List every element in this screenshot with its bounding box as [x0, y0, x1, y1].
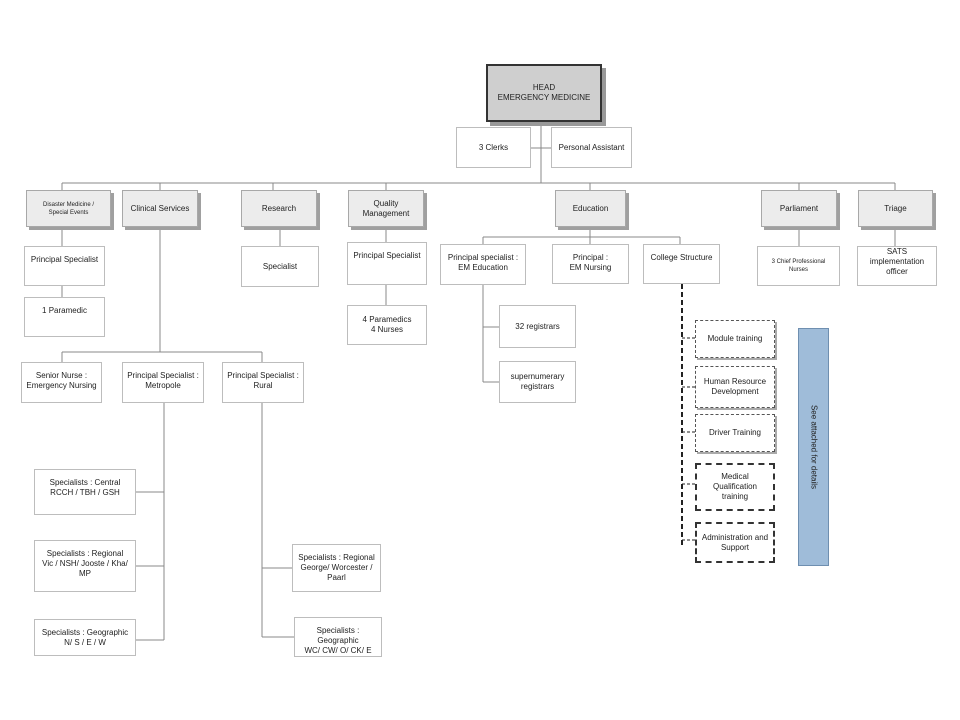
dept-triage: Triage — [858, 190, 933, 227]
research-specialist: Specialist — [241, 246, 319, 287]
dept-parliament: Parliament — [761, 190, 837, 227]
module-training-box: Module training — [695, 320, 775, 358]
paramedic-box: 1 Paramedic — [24, 297, 105, 337]
dept-quality-management: Quality Management — [348, 190, 424, 227]
medical-qualification-box: Medical Qualification training — [695, 463, 775, 511]
quality-principal-specialist: Principal Specialist — [347, 242, 427, 285]
administration-support-box: Administration and Support — [695, 522, 775, 563]
principal-specialist-rural: Principal Specialist : Rural — [222, 362, 304, 403]
head-emergency-medicine: HEAD EMERGENCY MEDICINE — [486, 64, 602, 122]
dept-clinical-services: Clinical Services — [122, 190, 198, 227]
see-attached-label: See attached for details — [809, 404, 818, 490]
specialists-geographic-rural: Specialists : Geographic WC/ CW/ O/ CK/ … — [294, 617, 382, 657]
see-attached-bar: See attached for details — [798, 328, 829, 566]
specialists-geographic-metro: Specialists : Geographic N/ S / E / W — [34, 619, 136, 656]
clerks-box: 3 Clerks — [456, 127, 531, 168]
specialists-regional-metro: Specialists : Regional Vic / NSH/ Jooste… — [34, 540, 136, 592]
dept-education: Education — [555, 190, 626, 227]
registrars-box: 32 registrars — [499, 305, 576, 348]
disaster-principal-specialist: Principal Specialist — [24, 246, 105, 286]
principal-em-nursing: Principal : EM Nursing — [552, 244, 629, 284]
chief-professional-nurses: 3 Chief Professional Nurses — [757, 246, 840, 286]
college-structure: College Structure — [643, 244, 720, 284]
principal-specialist-metropole: Principal Specialist : Metropole — [122, 362, 204, 403]
driver-training-box: Driver Training — [695, 414, 775, 452]
dept-research: Research — [241, 190, 317, 227]
sats-implementation-officer: SATS implementation officer — [857, 246, 937, 286]
principal-specialist-em-education: Principal specialist : EM Education — [440, 244, 526, 285]
supernumerary-registrars-box: supernumerary registrars — [499, 361, 576, 403]
personal-assistant-box: Personal Assistant — [551, 127, 632, 168]
hr-development-box: Human Resource Development — [695, 366, 775, 408]
dept-disaster-medicine: Disaster Medicine / Special Events — [26, 190, 111, 227]
senior-nurse-box: Senior Nurse : Emergency Nursing — [21, 362, 102, 403]
specialists-central: Specialists : Central RCCH / TBH / GSH — [34, 469, 136, 515]
specialists-regional-rural: Specialists : Regional George/ Worcester… — [292, 544, 381, 592]
quality-paramedics-nurses: 4 Paramedics 4 Nurses — [347, 305, 427, 345]
